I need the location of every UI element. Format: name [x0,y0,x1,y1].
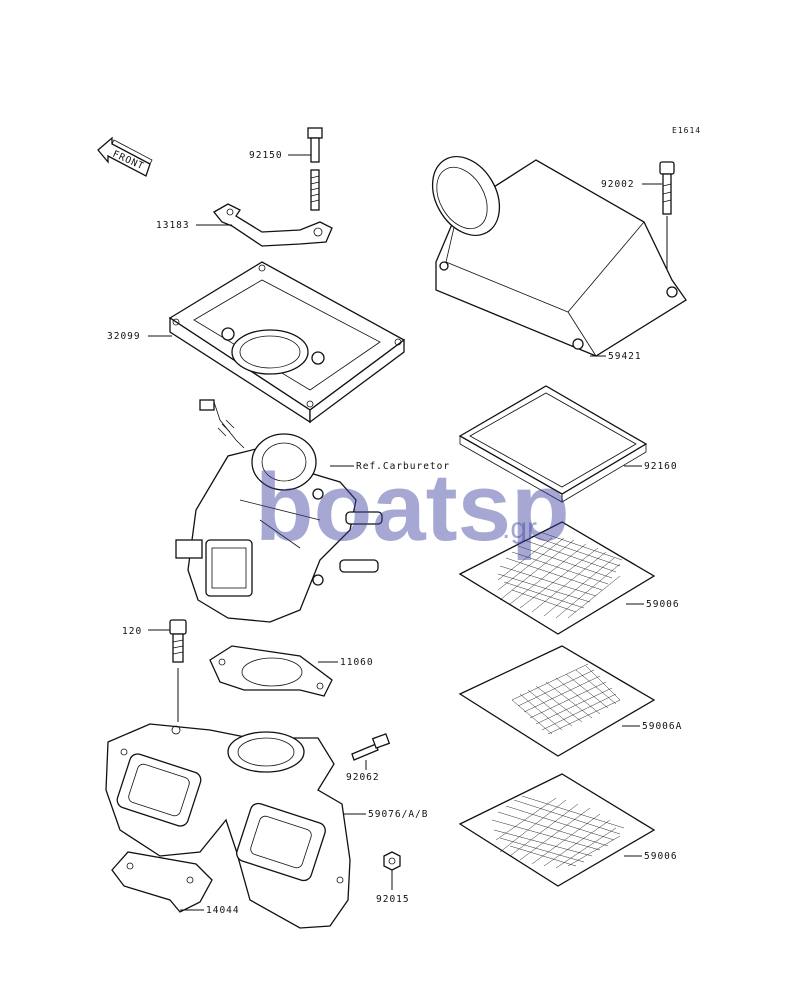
label-92150: 92150 [249,150,283,161]
label-11060: 11060 [340,657,374,668]
watermark-suffix: .gr [502,512,537,545]
airbox-cover-59421 [431,156,687,357]
bracket-14044 [111,851,213,913]
label-59421: 59421 [608,351,642,362]
bracket-13183 [213,203,333,247]
label-92160: 92160 [644,461,678,472]
watermark-main: boatsp [255,454,570,561]
bolt-92150 [307,127,323,211]
carburetor [175,399,383,623]
screen-59006-bottom [458,773,656,887]
label-92062: 92062 [346,772,380,783]
seal-92160 [458,385,648,503]
nut-92015 [383,851,401,871]
label-59006A: 59006A [642,721,682,732]
label-ref-carburetor: Ref.Carburetor [356,461,450,472]
label-14044: 14044 [206,905,240,916]
fitting-92062 [351,733,391,761]
label-59006-top: 59006 [646,599,680,610]
front-arrow-icon: FRONT [97,136,153,177]
diagram-code: E1614 [672,126,701,135]
watermark-logo: boatsp .gr [255,454,570,561]
label-59076: 59076/A/B [368,809,428,820]
label-13183: 13183 [156,220,190,231]
screen-59006-top [458,521,656,635]
label-120: 120 [122,626,142,637]
base-plate-32099 [168,261,406,424]
label-92002: 92002 [601,179,635,190]
gasket-11060 [209,645,333,697]
bolt-120 [169,619,187,663]
manifold-59076 [105,723,351,929]
label-32099: 32099 [107,331,141,342]
label-92015: 92015 [376,894,410,905]
screen-59006A [458,645,656,757]
label-59006-bottom: 59006 [644,851,678,862]
bolt-92002 [659,161,675,215]
